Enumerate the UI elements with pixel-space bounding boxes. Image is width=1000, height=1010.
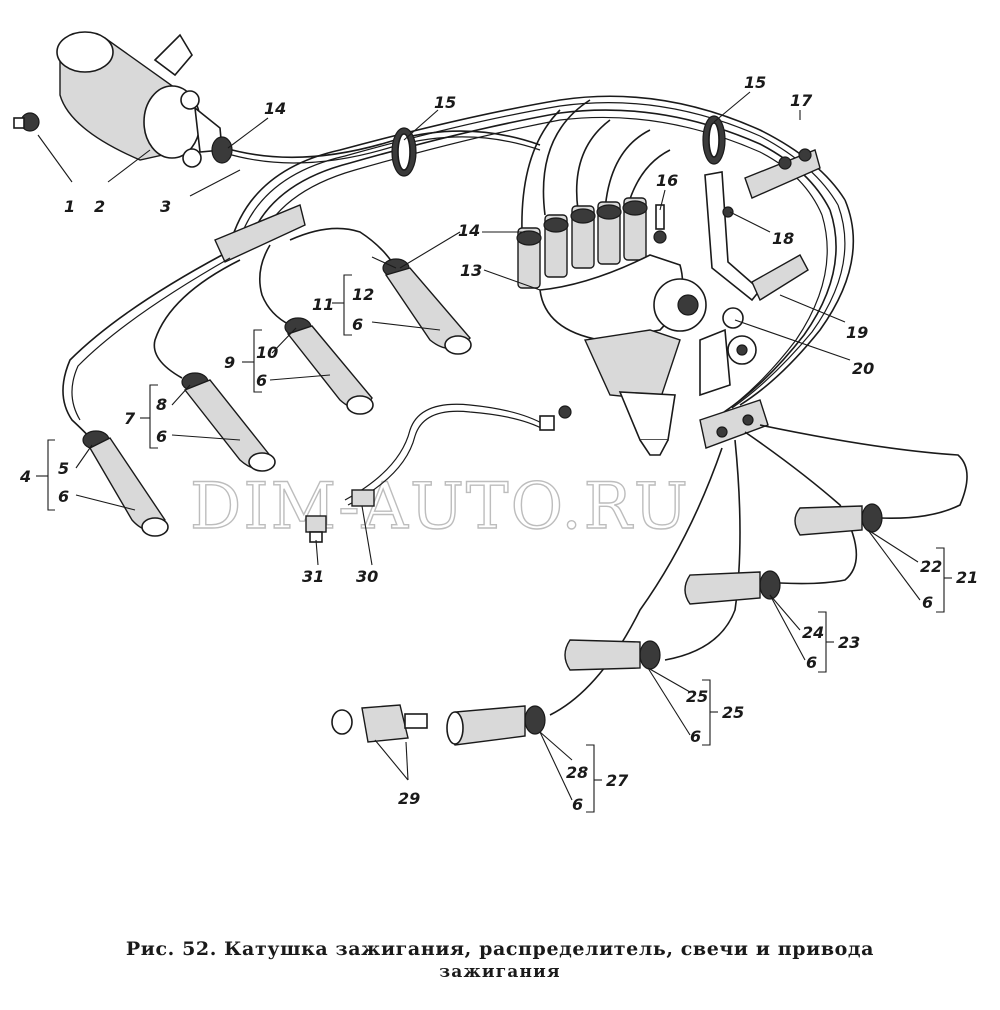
wire-23	[744, 431, 858, 585]
figure-caption-line1: Рис. 52. Катушка зажигания, распределите…	[125, 938, 875, 960]
label-5: 5	[58, 459, 69, 478]
label-25-a: 25	[686, 687, 708, 706]
plug-cap-7	[181, 372, 276, 472]
plug-cap-25	[564, 639, 661, 671]
label-2: 2	[94, 197, 105, 216]
spark-plug-29	[331, 704, 428, 743]
label-22: 22	[920, 557, 942, 576]
label-13: 13	[460, 261, 482, 280]
plug-cap-23	[684, 570, 781, 605]
label-15-left: 15	[434, 93, 456, 112]
figure-caption-line2: зажигания	[439, 962, 561, 982]
label-8: 8	[156, 395, 167, 414]
label-16: 16	[656, 171, 678, 190]
wire-11	[289, 227, 393, 263]
label-9: 9	[224, 353, 235, 372]
plug-cap-11	[382, 258, 472, 355]
label-20: 20	[852, 359, 874, 378]
label-15-right: 15	[744, 73, 766, 92]
right-wire-holder	[744, 148, 821, 199]
label-12: 12	[352, 285, 374, 304]
grommet-15-left	[391, 127, 417, 177]
label-31: 31	[302, 567, 324, 586]
label-6-c: 6	[156, 427, 167, 446]
label-17: 17	[790, 91, 813, 110]
plug-cap-21	[794, 503, 883, 536]
label-24: 24	[802, 623, 824, 642]
label-27: 27	[606, 771, 629, 790]
label-23: 23	[838, 633, 860, 652]
wire-4	[62, 254, 223, 441]
grommet-15-right	[702, 115, 726, 165]
ignition-coil	[56, 31, 223, 168]
wire-27	[549, 447, 723, 716]
plug-cap-4	[82, 430, 169, 537]
bolt-16	[653, 204, 667, 244]
wire-clamp-lower	[699, 399, 769, 449]
leader-lines	[37, 91, 921, 801]
label-14-distributor: 14	[458, 221, 480, 240]
plug-cap-27	[446, 705, 546, 746]
plug-cap-9	[284, 317, 374, 415]
label-6-d: 6	[58, 487, 69, 506]
part-labels: 1 2 3 14 15 15 17 16 18 19 20 13 14 11 1…	[19, 73, 978, 814]
label-4: 4	[19, 467, 31, 486]
label-6-b: 6	[256, 371, 267, 390]
label-11: 11	[312, 295, 334, 314]
label-6-f: 6	[806, 653, 817, 672]
label-7: 7	[124, 409, 136, 428]
label-28: 28	[566, 763, 588, 782]
label-14-coil: 14	[264, 99, 286, 118]
distributor-cap-terminals	[516, 197, 648, 289]
grommet-14-coil	[211, 136, 233, 164]
right-wire-run	[715, 199, 855, 419]
label-21: 21	[956, 568, 978, 587]
label-10: 10	[256, 343, 278, 362]
label-3: 3	[160, 197, 171, 216]
label-18: 18	[772, 229, 794, 248]
wire-9	[259, 244, 291, 326]
label-brackets	[36, 274, 952, 813]
label-6-a: 6	[352, 315, 363, 334]
label-6-h: 6	[572, 795, 583, 814]
label-1: 1	[64, 197, 75, 216]
wire-bundle-top	[229, 95, 846, 246]
label-6-e: 6	[922, 593, 933, 612]
label-30: 30	[356, 567, 378, 586]
wire-21	[759, 424, 968, 520]
distributor-body	[539, 254, 757, 456]
label-25-b: 25	[722, 703, 744, 722]
left-wire-holder	[214, 204, 306, 263]
wire-7	[153, 259, 241, 379]
label-29: 29	[398, 789, 420, 808]
label-19: 19	[846, 323, 868, 342]
sensor-wire-30	[344, 403, 572, 507]
watermark: DIM-AUTO.RU	[190, 470, 690, 544]
label-6-g: 6	[690, 727, 701, 746]
coil-nut	[13, 112, 40, 132]
mounting-bracket	[704, 171, 809, 302]
